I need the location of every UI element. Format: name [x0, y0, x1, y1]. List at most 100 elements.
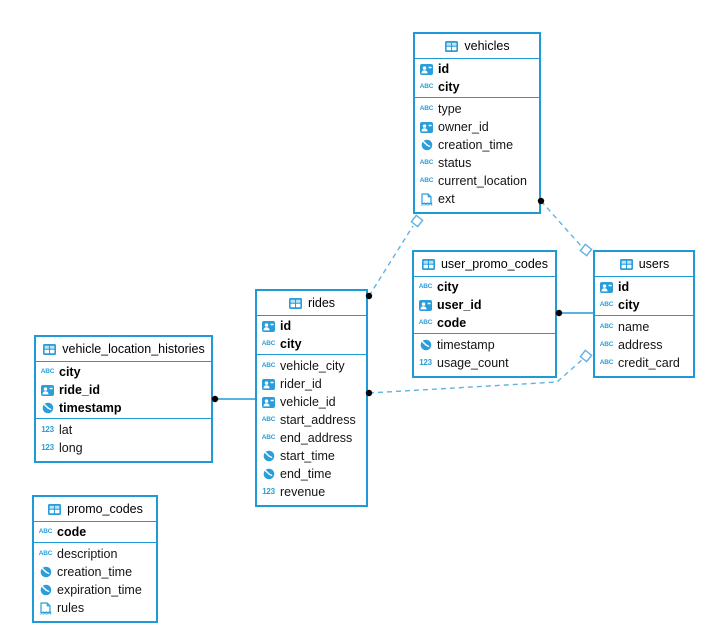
column-name: start_address	[280, 413, 356, 427]
uuid-type-icon	[418, 299, 433, 311]
column-row-start_time[interactable]: start_time	[261, 447, 362, 465]
table-icon	[288, 297, 303, 309]
column-row-user_id[interactable]: user_id	[418, 296, 551, 314]
varchar-type-icon: ABC	[418, 282, 433, 290]
table-icon	[619, 258, 634, 270]
column-row-id[interactable]: id	[419, 60, 535, 78]
column-row-credit_card[interactable]: ABC credit_card	[599, 354, 689, 372]
varchar-type-icon: ABC	[599, 358, 614, 366]
json-type-icon: JSON	[419, 192, 434, 206]
timestamp-type-icon	[419, 139, 434, 151]
connection-vehicle-location-histories-rides[interactable]	[211, 395, 256, 403]
column-name: id	[618, 280, 630, 294]
varchar-type-icon: ABC	[418, 318, 433, 326]
varchar-type-icon: ABC	[261, 433, 276, 441]
svg-text:JSON: JSON	[421, 201, 433, 205]
column-name: name	[618, 320, 650, 334]
column-name: type	[438, 102, 462, 116]
table-header[interactable]: vehicles	[415, 34, 539, 59]
connection-user-promo-codes-users[interactable]	[555, 309, 594, 317]
column-name: revenue	[280, 485, 326, 499]
column-row-ext[interactable]: JSON ext	[419, 190, 535, 208]
column-row-id[interactable]: id	[599, 278, 689, 296]
column-name: rider_id	[280, 377, 322, 391]
numeric-type-icon: 123	[419, 358, 432, 367]
uuid-type-icon	[261, 378, 276, 390]
column-row-owner_id[interactable]: owner_id	[419, 118, 535, 136]
table-header[interactable]: promo_codes	[34, 497, 156, 522]
connection-vehicles-users[interactable]	[537, 197, 593, 257]
table-title: rides	[307, 296, 336, 310]
column-row-timestamp[interactable]: timestamp	[418, 336, 551, 354]
table-icon	[47, 503, 62, 515]
column-row-vehicle_id[interactable]: vehicle_id	[261, 393, 362, 411]
column-row-timestamp[interactable]: timestamp	[40, 399, 207, 417]
uuid-type-icon	[261, 320, 276, 332]
column-row-expiration_time[interactable]: expiration_time	[38, 581, 152, 599]
column-row-end_time[interactable]: end_time	[261, 465, 362, 483]
column-row-rider_id[interactable]: rider_id	[261, 375, 362, 393]
svg-text:JSON: JSON	[40, 610, 52, 614]
column-row-ride_id[interactable]: ride_id	[40, 381, 207, 399]
timestamp-type-icon	[261, 450, 276, 462]
column-name: usage_count	[437, 356, 509, 370]
column-row-code[interactable]: ABC code	[418, 314, 551, 332]
column-row-creation_time[interactable]: creation_time	[419, 136, 535, 154]
column-name: timestamp	[59, 401, 122, 415]
table-header[interactable]: users	[595, 252, 693, 277]
table-header[interactable]: vehicle_location_histories	[36, 337, 211, 362]
uuid-type-icon	[40, 384, 55, 396]
column-name: ext	[438, 192, 455, 206]
column-name: user_id	[437, 298, 482, 312]
column-row-usage_count[interactable]: 123 usage_count	[418, 354, 551, 372]
column-name: expiration_time	[57, 583, 142, 597]
varchar-type-icon: ABC	[599, 340, 614, 348]
table-header[interactable]: user_promo_codes	[414, 252, 555, 277]
column-name: code	[57, 525, 87, 539]
column-name: credit_card	[618, 356, 680, 370]
column-name: code	[437, 316, 467, 330]
column-name: lat	[59, 423, 73, 437]
column-row-creation_time[interactable]: creation_time	[38, 563, 152, 581]
varchar-type-icon: ABC	[38, 549, 53, 557]
json-type-icon: JSON	[38, 601, 53, 615]
table-icon	[421, 258, 436, 270]
column-name: ride_id	[59, 383, 100, 397]
timestamp-type-icon	[418, 339, 433, 351]
uuid-type-icon	[419, 121, 434, 133]
uuid-type-icon	[599, 281, 614, 293]
diamond-marker	[579, 243, 593, 257]
table-header[interactable]: rides	[257, 291, 366, 316]
column-row-id[interactable]: id	[261, 317, 362, 335]
uuid-type-icon	[419, 63, 434, 75]
